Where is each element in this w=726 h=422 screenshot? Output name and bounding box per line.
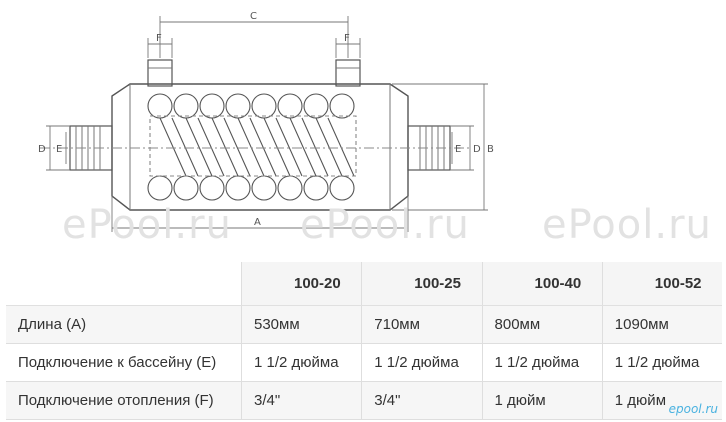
table-row: Длина (A) 530мм 710мм 800мм 1090мм xyxy=(6,305,722,344)
specs-table: 100-20 100-25 100-40 100-52 Длина (A) 53… xyxy=(6,262,722,420)
table-cell: 530мм xyxy=(240,305,362,344)
table-cell: 1 1/2 дюйма xyxy=(481,343,603,382)
dim-label-e-right: E xyxy=(455,144,461,155)
shell-body xyxy=(111,83,409,211)
table-cell: 710мм xyxy=(361,305,483,344)
table-cell: 1090мм xyxy=(601,305,722,344)
heating-nozzle-right xyxy=(335,59,361,87)
table-row: Подключение отопления (F) 3/4" 3/4" 1 дю… xyxy=(6,381,722,420)
table-cell: 1 1/2 дюйма xyxy=(361,343,483,382)
dim-label-e-left: E xyxy=(56,144,62,155)
row-label: Подключение отопления (F) xyxy=(6,381,242,420)
table-header-row: 100-20 100-25 100-40 100-52 xyxy=(6,262,722,306)
table-header-corner xyxy=(6,262,242,306)
model-header: 100-25 xyxy=(361,262,483,306)
table-cell: 1 дюйм xyxy=(481,381,603,420)
dim-label-d-left: D xyxy=(38,144,46,155)
dim-label-c: C xyxy=(250,11,257,22)
table-cell: 3/4" xyxy=(240,381,362,420)
dim-label-d-right: D xyxy=(473,144,481,155)
table-row: Подключение к бассейну (E) 1 1/2 дюйма 1… xyxy=(6,343,722,382)
dimension-lines xyxy=(46,16,488,232)
heating-coil xyxy=(147,93,357,201)
table-cell: 1 1/2 дюйма xyxy=(240,343,362,382)
dim-label-b: B xyxy=(487,144,494,155)
heating-nozzle-left xyxy=(147,59,173,87)
table-cell: 800мм xyxy=(481,305,603,344)
table-cell: 1 1/2 дюйма xyxy=(601,343,722,382)
heat-exchanger-drawing: C F F D E A E D B xyxy=(38,11,494,232)
row-label: Длина (A) xyxy=(6,305,242,344)
model-header: 100-40 xyxy=(481,262,603,306)
dim-label-a: A xyxy=(254,217,261,228)
dim-label-f-right: F xyxy=(344,33,350,44)
table-cell: 1 дюйм xyxy=(601,381,722,420)
model-header: 100-52 xyxy=(601,262,722,306)
dim-label-f-left: F xyxy=(156,33,162,44)
watermark: ePool.ru xyxy=(542,202,712,248)
site-logo-mark: epool.ru xyxy=(668,402,718,416)
model-header: 100-20 xyxy=(240,262,362,306)
table-cell: 3/4" xyxy=(361,381,483,420)
watermark: ePool.ru xyxy=(300,202,470,248)
watermark: ePool.ru xyxy=(62,202,232,248)
row-label: Подключение к бассейну (E) xyxy=(6,343,242,382)
